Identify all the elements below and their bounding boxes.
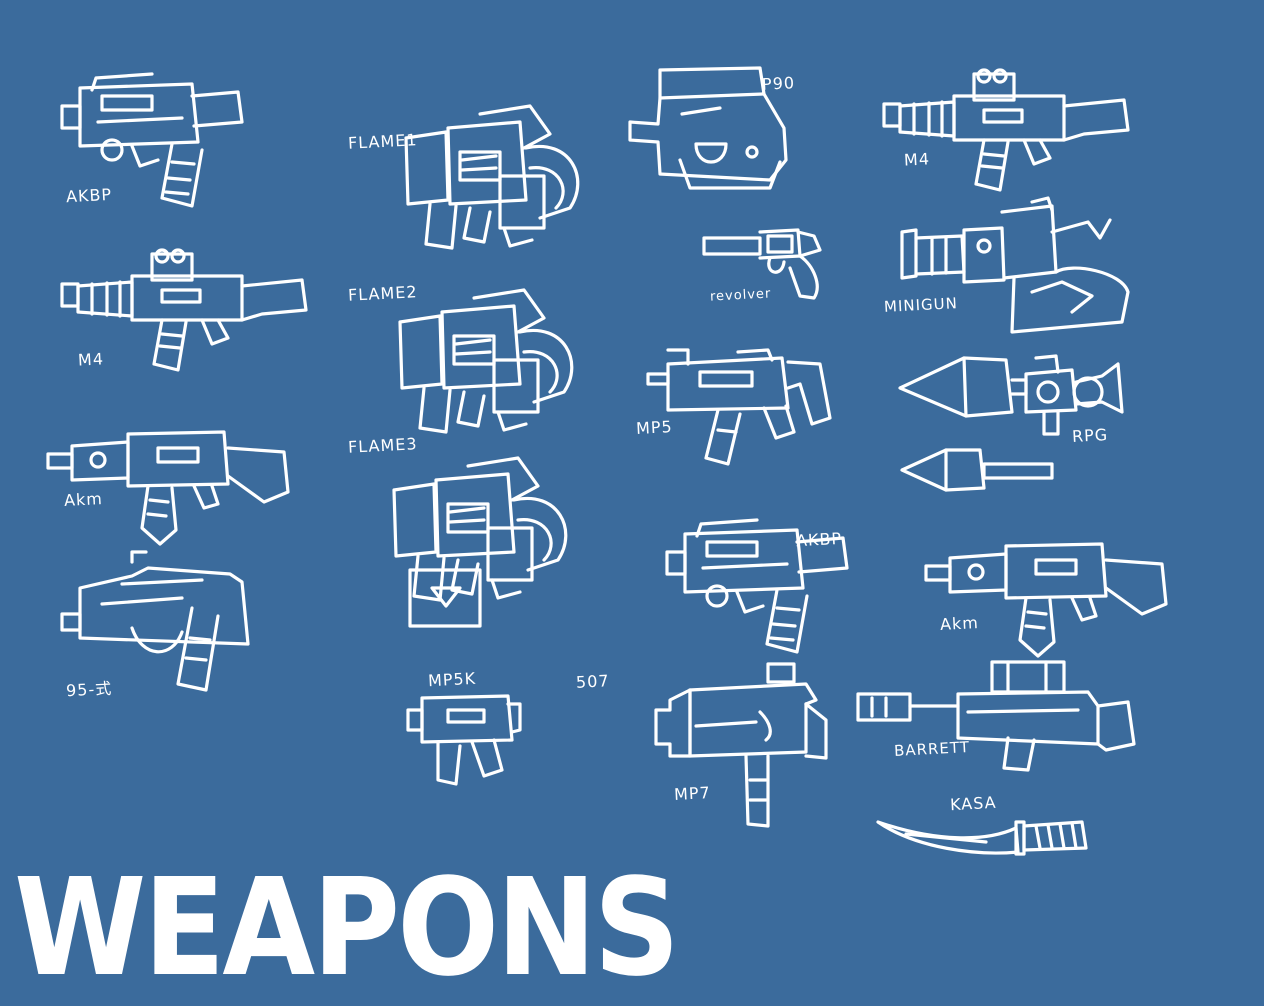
mp5k-sketch [406, 694, 522, 786]
akm-sketch-2 [924, 542, 1168, 658]
rpg-sketch [898, 354, 1124, 492]
flame2-sketch [398, 288, 574, 434]
revolver-sketch [702, 228, 822, 300]
p90-sketch [628, 66, 788, 190]
rpg-label: RPG [1071, 425, 1109, 446]
mp7-sketch [654, 662, 828, 828]
num-507-label: 507 [575, 671, 611, 692]
akm-label-2: Akm [939, 612, 980, 635]
m4-sketch-2 [882, 68, 1130, 192]
akbp-label-1: AKBP [65, 184, 113, 207]
akm-label-1: Akm [63, 488, 104, 511]
mp5-label: MP5 [635, 417, 674, 438]
kasa-label: KASA [949, 792, 998, 815]
m4-label-2: M4 [903, 149, 931, 170]
kasa-knife-sketch [876, 820, 1088, 856]
m4-label-1: M4 [77, 349, 105, 370]
flame3-sketch [392, 456, 568, 628]
type95-label: 95-式 [65, 678, 113, 701]
flame3-label: FLAME3 [347, 434, 418, 457]
p90-label: P90 [761, 73, 796, 94]
barrett-sketch [856, 660, 1136, 772]
minigun-label: MINIGUN [883, 294, 959, 316]
mp5-sketch [646, 348, 832, 466]
minigun-sketch [900, 196, 1130, 334]
akm-sketch-1 [46, 430, 290, 546]
page-title: WEAPONS [14, 850, 680, 1006]
mp5k-label: MP5K [427, 668, 477, 691]
mp7-label: MP7 [673, 783, 712, 804]
flame1-sketch [404, 104, 580, 250]
revolver-label: revolver [709, 286, 772, 305]
type95-sketch [60, 550, 250, 692]
akbp-label-2: AKBP [795, 528, 843, 551]
